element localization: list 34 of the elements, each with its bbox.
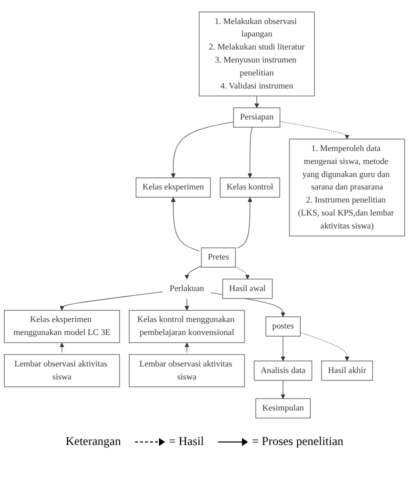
arrow <box>280 121 350 140</box>
legend-title: Keterangan <box>66 434 121 449</box>
node-text: Perlakuan <box>170 284 204 294</box>
arrow <box>60 291 164 311</box>
legend-text: = Hasil <box>168 434 204 449</box>
arrow <box>254 96 260 108</box>
arrow <box>280 336 286 362</box>
node-box: Persiapan <box>233 108 280 128</box>
node-box: 1. Memperoleh data mengenai siswa, metode yang digunakan guru dan sarana dan prasarana 2. Instrumen penelitian (LKS, soal KPS,dan lembar aktivitas siswa) <box>289 138 405 236</box>
node-box: postes <box>266 316 301 336</box>
legend-text: = Proses penelitian <box>252 434 344 449</box>
node-box: Kelas kontrol <box>220 178 280 198</box>
arrow <box>170 122 234 178</box>
node-box: Kelas eksperimen menggunakan model LC 3E <box>4 310 120 343</box>
arrow <box>235 266 250 280</box>
node-box: Pretes <box>201 248 236 268</box>
node-box: 1. Melakukan observasi lapangan 2. Melakukan studi literatur 3. Menyusun instrumen penelitian 4. Validasi instrumen <box>198 12 315 96</box>
node-box: Hasil awal <box>222 278 273 299</box>
arrow <box>60 342 64 353</box>
node-box: Lembar observasi aktivitas siswa <box>4 354 120 388</box>
arrow <box>300 332 350 362</box>
arrow <box>237 197 252 248</box>
node-box: Lembar observasi aktivitas siswa <box>128 354 245 388</box>
arrow <box>184 342 190 353</box>
arrow <box>248 126 253 178</box>
node-box: Kesimpulan <box>255 398 311 418</box>
node-box: Kelas kontrol menggunakan pembelajaran konvensional <box>128 310 245 343</box>
arrow <box>280 380 286 399</box>
node-box: Kelas eksperimen <box>136 178 211 198</box>
arrow <box>184 266 202 280</box>
arrow <box>184 298 190 311</box>
arrow <box>170 197 200 252</box>
node-box: Analisis data <box>254 360 312 381</box>
node-box: Hasil akhir <box>321 360 373 381</box>
